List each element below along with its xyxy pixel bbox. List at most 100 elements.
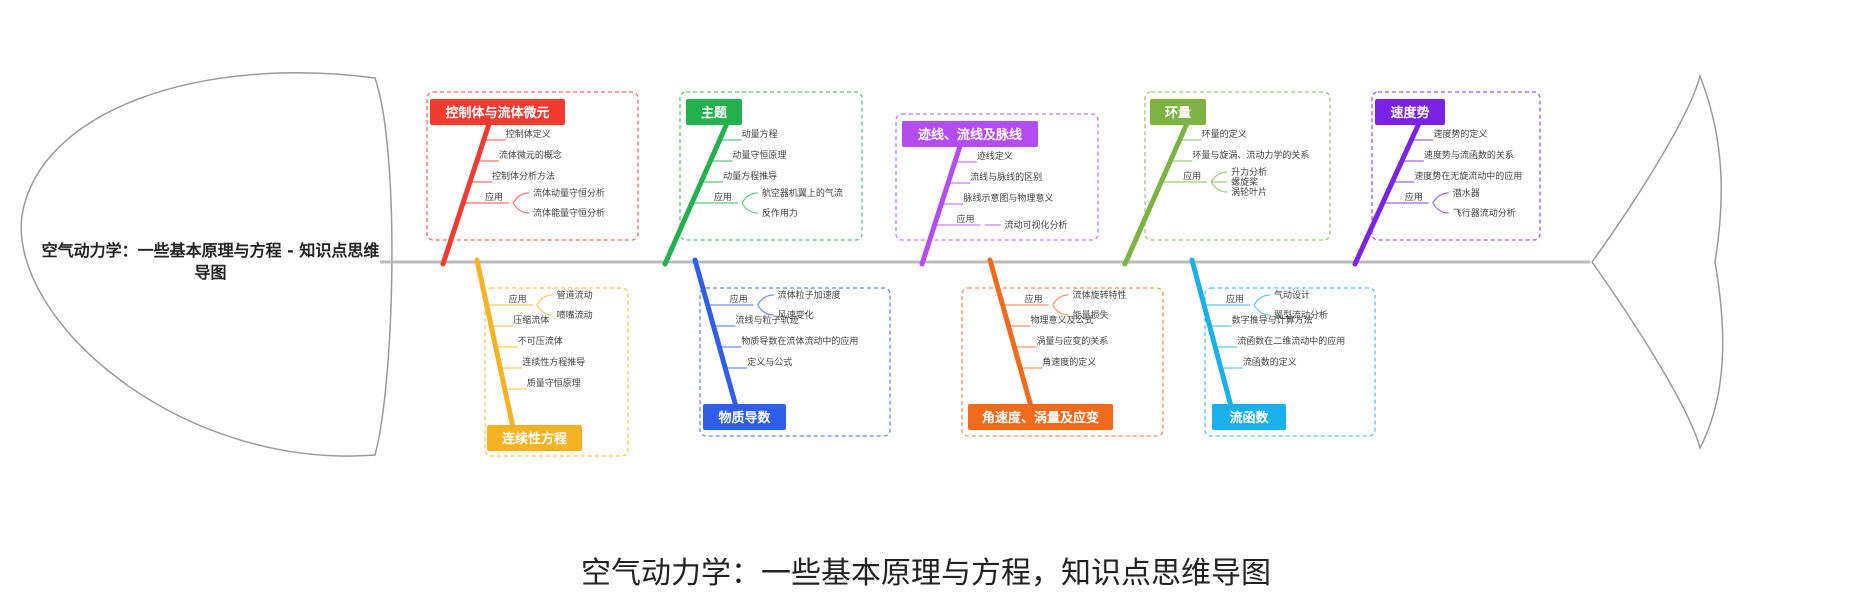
fish-tail-shape [1591, 73, 1724, 451]
leaf-subitem: 涡轮叶片 [1231, 186, 1267, 198]
leaf-item: 速度势在无旋流动中的应用 [1414, 170, 1522, 182]
leaf-subitem: 能量损失 [1073, 309, 1109, 321]
branch-label-box[interactable] [1150, 99, 1206, 125]
leaf-item: 质量守恒原理 [527, 377, 581, 389]
branch-frame [895, 113, 1099, 241]
bone-top-1: 主题动量方程动量守恒原理动量方程推导应用航空器机翼上的气流反作用力 [662, 91, 863, 267]
subtwig-line [1432, 202, 1449, 214]
subtwig-line [512, 192, 530, 204]
leaf-item: 控制体分析方法 [492, 170, 555, 182]
leaf-item: 动量方程 [742, 128, 778, 140]
bone-line [474, 257, 517, 435]
subtwig-line [741, 192, 758, 204]
leaf-subitem: 飞行器流动分析 [1453, 207, 1516, 219]
leaf-item: 流函数的定义 [1243, 356, 1297, 368]
branch-frame [1204, 287, 1376, 437]
subtwig-line [1052, 304, 1069, 316]
leaf-item: 流体微元的概念 [499, 149, 562, 161]
branch-frame [1144, 91, 1331, 241]
subtwig-line [757, 294, 774, 306]
leaf-subitem: 喷嘴流动 [557, 309, 593, 321]
branch-frame [699, 287, 891, 437]
leaf-item: 应用 [957, 213, 975, 225]
branch-label-box[interactable] [1375, 99, 1445, 125]
leaf-item: 角速度的定义 [1042, 356, 1096, 368]
leaf-item: 涡量与应变的关系 [1036, 335, 1108, 347]
subtwig-line [1253, 304, 1271, 316]
leaf-item: 应用 [1183, 170, 1201, 182]
leaf-item: 物质导数在流体流动中的应用 [741, 335, 858, 347]
branch-frame [1371, 91, 1541, 241]
leaf-subitem: 流动可视化分析 [1005, 219, 1068, 231]
subtwig-line [1210, 181, 1228, 193]
leaf-item: 应用 [730, 293, 748, 305]
leaf-subitem: 气动设计 [1274, 289, 1310, 301]
leaf-item: 环量的定义 [1202, 128, 1247, 140]
branch-label: 速度势 [1390, 105, 1429, 121]
subtwig-line [536, 294, 553, 306]
fish-head-shape [20, 72, 393, 457]
bone-line [1189, 257, 1235, 413]
leaf-subitem: 螺旋桨 [1231, 176, 1258, 188]
leaf-subitem: 管道流动 [557, 289, 593, 301]
leaf-item: 流线与脉线的区别 [970, 171, 1042, 183]
branch-label-box[interactable] [430, 99, 565, 125]
subtwig-line [1253, 294, 1271, 306]
branch-label: 物质导数 [718, 410, 771, 426]
branch-label: 迹线、流线及脉线 [918, 127, 1022, 143]
leaf-subitem: 翼型流动分析 [1274, 309, 1328, 321]
leaf-item: 应用 [509, 293, 527, 305]
subtwig-line [1052, 294, 1069, 306]
leaf-item: 控制体定义 [506, 128, 551, 140]
bone-line [692, 257, 740, 413]
branch-label: 环量 [1165, 106, 1191, 121]
branch-label-box[interactable] [703, 404, 786, 430]
bone-line [440, 118, 493, 267]
head-title: 空气动力学：一些基本原理与方程 - 知识点思维导图 [41, 241, 380, 282]
leaf-subitem: 流体能量守恒分析 [533, 207, 605, 219]
page-caption: 空气动力学：一些基本原理与方程，知识点思维导图 [581, 556, 1271, 591]
subtwig-line [512, 202, 530, 214]
branch-frame [679, 91, 863, 241]
bone-line [987, 257, 1035, 413]
leaf-item: 动量方程推导 [723, 170, 777, 182]
bone-bottom-3: 流函数应用气动设计翼型流动分析数字推导与计算方法流函数在二维流动中的应用流函数的… [1189, 257, 1376, 437]
subtwig-line [1210, 171, 1228, 183]
leaf-item: 流线与粒子轨迹 [735, 314, 798, 326]
leaf-item: 定义与公式 [747, 356, 792, 368]
leaf-item: 速度势与流函数的关系 [1424, 149, 1514, 161]
leaf-item: 应用 [1025, 293, 1043, 305]
leaf-item: 应用 [714, 191, 732, 203]
bone-top-0: 控制体与流体微元控制体定义流体微元的概念控制体分析方法应用流体动量守恒分析流体能… [426, 91, 639, 267]
branch-label-box[interactable] [1212, 404, 1286, 430]
leaf-item: 不可压流体 [518, 335, 563, 347]
subtwig-line [757, 304, 774, 316]
branch-frame [484, 287, 629, 457]
leaf-subitem: 风速变化 [778, 309, 814, 321]
leaf-subitem: 航空器机翼上的气流 [762, 187, 843, 199]
bone-bottom-2: 角速度、涡量及应变应用流体旋转特性能量损失物理意义及公式涡量与应变的关系角速度的… [961, 257, 1164, 437]
bone-line [1122, 118, 1191, 267]
branch-label-box[interactable] [686, 99, 742, 125]
bone-top-4: 速度势速度势的定义速度势与流函数的关系速度势在无旋流动中的应用应用潜水器飞行器流… [1352, 91, 1541, 267]
leaf-item: 环量与旋涡、流动力学的关系 [1192, 149, 1309, 161]
leaf-item: 速度势的定义 [1433, 128, 1487, 140]
leaf-item: 脉线示意图与物理意义 [963, 192, 1053, 204]
leaf-item: 物理意义及公式 [1030, 314, 1093, 326]
branch-label-box[interactable] [487, 425, 582, 451]
branch-frame [426, 91, 639, 241]
leaf-subitem: 潜水器 [1453, 187, 1480, 199]
leaf-item: 应用 [1226, 293, 1244, 305]
leaf-item: 动量守恒原理 [732, 149, 786, 161]
leaf-item: 数字推导与计算方法 [1232, 314, 1313, 326]
leaf-item: 压缩流体 [513, 314, 549, 326]
leaf-subitem: 流体粒子加速度 [778, 289, 841, 301]
branch-label-box[interactable] [902, 121, 1038, 147]
branch-label-box[interactable] [968, 404, 1113, 430]
bone-line [919, 143, 963, 267]
branch-label: 流函数 [1229, 410, 1269, 426]
leaf-subitem: 流体动量守恒分析 [533, 187, 605, 199]
bone-top-3: 环量环量的定义环量与旋涡、流动力学的关系应用升力分析螺旋桨涡轮叶片 [1122, 91, 1331, 267]
